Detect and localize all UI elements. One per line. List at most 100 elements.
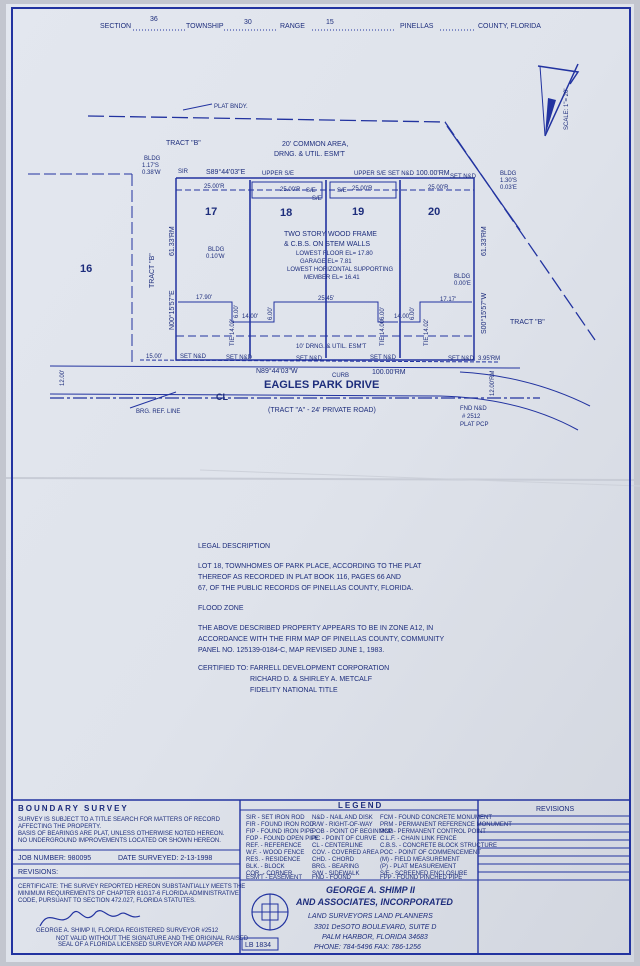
se-label-3: S/E — [312, 196, 322, 202]
note-2: AFFECTING THE PROPERTY. — [18, 824, 101, 830]
inner-dim-5: 14.00' — [394, 314, 410, 320]
legend-item: C.B.S. - CONCRETE BLOCK STRUCTURE — [380, 843, 497, 849]
legend-item: BLK. - BLOCK — [246, 864, 285, 870]
street: EAGLES PARK DRIVE CL (TRACT "A" - 24' PR… — [49, 370, 591, 431]
curb-label: CURB — [332, 373, 349, 379]
note-4: NO UNDERGROUND IMPROVEMENTS LOCATED OR S… — [18, 838, 221, 844]
company-name-2: AND ASSOCIATES, INCORPORATED — [295, 897, 453, 907]
legend-item: FND - FOUND — [312, 875, 352, 881]
surveyor-line: GEORGE A. SHIMP II, FLORIDA REGISTERED S… — [36, 928, 219, 934]
common-area-line1: 20' COMMON AREA, — [282, 141, 348, 148]
drainage-easement: 10' DRNG. & UTIL. ESM'T — [296, 344, 367, 350]
legend-col-3: FCM - FOUND CONCRETE MONUMENT PRM - PERM… — [380, 815, 512, 881]
legend-item: POB - POINT OF BEGINNING — [312, 829, 394, 835]
left-distance: 61.33'RM — [169, 226, 176, 256]
inner-dim-4: 14.00' — [242, 314, 258, 320]
header-line: SECTION 36 TOWNSHIP 30 RANGE 15 PINELLAS… — [100, 16, 541, 31]
bldg-lt-3: 0.38'W — [142, 170, 161, 176]
legend-item: REF. - REFERENCE — [246, 843, 301, 849]
bldg-desc-2: & C.B.S. ON STEM WALLS — [284, 241, 370, 248]
legal-line-1: LOT 18, TOWNHOMES OF PARK PLACE, ACCORDI… — [198, 563, 422, 570]
inner-dim-9: 6.00' — [410, 307, 416, 320]
brg-ref-line: BRG. REF. LINE — [136, 409, 180, 415]
lot-19: 19 — [352, 206, 364, 218]
lot-16: 16 — [80, 263, 92, 275]
legend-item: FPP - FOUND PINCHED PIPE — [380, 875, 462, 881]
company-name-1: GEORGE A. SHIMP II — [326, 885, 415, 895]
legend-item: PC - POINT OF CURVE — [312, 836, 376, 842]
upper-se-1: UPPER S/E — [262, 171, 294, 177]
surveyor-signature — [39, 910, 141, 927]
flood-line-2: ACCORDANCE WITH THE FIRM MAP OF PINELLAS… — [198, 636, 445, 643]
company-sub-3: PALM HARBOR, FLORIDA 34683 — [322, 934, 428, 941]
certified-3: FIDELITY NATIONAL TITLE — [250, 687, 338, 694]
se-label-1: S/E — [306, 188, 316, 194]
fnd-nd-1: FND N&D — [460, 406, 487, 412]
paper — [6, 4, 634, 962]
right-bearing: S00°15'57"W — [480, 292, 488, 334]
not-valid-1: NOT VALID WITHOUT THE SIGNATURE AND THE … — [56, 936, 249, 942]
right-distance: 61.33'RM — [481, 226, 488, 256]
inner-dim-1: 17.90' — [196, 295, 212, 301]
building-description: TWO STORY WOOD FRAME & C.B.S. ON STEM WA… — [284, 231, 393, 281]
not-valid-2: SEAL OF A FLORIDA LICENSED SURVEYOR AND … — [58, 942, 224, 948]
legend-item: S/E - SCREENED ENCLOSURE — [380, 871, 467, 877]
bldg-rt-1: BLDG — [500, 171, 517, 177]
set-nd-bottom-5: SET N&D — [448, 356, 475, 362]
dist-12-left: 12.00' — [60, 370, 66, 386]
inner-dim-7: 6.00' — [268, 307, 274, 320]
range-value: 15 — [326, 19, 334, 26]
bldg-note-right-top: BLDG 1.30'S 0.03'E — [500, 171, 517, 191]
flood-heading: FLOOD ZONE — [198, 605, 244, 612]
legend-item: (M) - FIELD MEASUREMENT — [380, 857, 460, 863]
legend-item: C.L.F. - CHAIN LINK FENCE — [380, 836, 457, 842]
inner-dim-6: 6.00' — [234, 305, 240, 318]
legend-item: FIR - FOUND IRON ROD — [246, 822, 315, 828]
dim-25-b: 25.00'R — [280, 187, 301, 193]
legend-item: ESM'T - EASEMENT — [246, 875, 302, 881]
date-surveyed: DATE SURVEYED: 2-13-1998 — [118, 855, 212, 862]
lb-number: LB 1834 — [245, 942, 271, 949]
bldg-lt-1: BLDG — [144, 156, 161, 162]
township-value: 30 — [244, 19, 252, 26]
legend-item: W.F. - WOOD FENCE — [246, 850, 304, 856]
bldg-desc-6: MEMBER EL= 16.41 — [304, 275, 360, 281]
legend-item: SIR - SET IRON ROD — [246, 815, 305, 821]
lot-16-area: 16 TRACT "B" — [28, 173, 156, 364]
bldg-desc-4: GARAGE EL= 7.81 — [300, 259, 352, 265]
bldg-rt-3: 0.03'E — [500, 185, 517, 191]
tract-b-left: TRACT "B" — [149, 253, 156, 288]
certificate-3: CODE, PURSUANT TO SECTION 472.027, FLORI… — [18, 898, 196, 904]
scale-label: SCALE: 1"= 20' — [564, 89, 570, 130]
boundary-survey-title: BOUNDARY SURVEY — [18, 804, 129, 813]
flood-line-1: THE ABOVE DESCRIBED PROPERTY APPEARS TO … — [198, 625, 433, 632]
lot-17: 17 — [205, 206, 217, 218]
legend-item: POC - POINT OF COMMENCEMENT — [380, 850, 481, 856]
bldg-left-mid-2: 0.10'W — [206, 254, 225, 260]
section-label: SECTION — [100, 23, 131, 30]
dist-top-right: 100.00'RM — [416, 170, 450, 177]
bldg-rt-2: 1.30'S — [500, 178, 517, 184]
legal-heading: LEGAL DESCRIPTION — [198, 543, 270, 550]
dim-25-c: 25.00'R — [352, 186, 373, 192]
legend-item: COR. - CORNER — [246, 871, 293, 877]
bldg-left-mid-1: BLDG — [208, 247, 225, 253]
legend-item: (P) - PLAT MEASUREMENT — [380, 864, 456, 870]
bldg-desc-1: TWO STORY WOOD FRAME — [284, 231, 377, 238]
title-block: BOUNDARY SURVEY SURVEY IS SUBJECT TO A T… — [12, 799, 630, 954]
dist-12-right: 12.00'RM — [490, 371, 496, 397]
certified-2: RICHARD D. & SHIRLEY A. METCALF — [250, 676, 372, 683]
bldg-note-left-top: BLDG 1.17'S 0.38'W — [142, 156, 161, 176]
bldg-lt-2: 1.17'S — [142, 163, 159, 169]
legal-description: LEGAL DESCRIPTION LOT 18, TOWNHOMES OF P… — [198, 543, 445, 694]
inner-dim-2: 17.17' — [440, 297, 456, 303]
dim-25-d: 25.00'R — [428, 185, 449, 191]
note-3: BASIS OF BEARINGS ARE PLAT, UNLESS OTHER… — [18, 831, 225, 837]
centerline-label: CL — [216, 392, 228, 402]
lot-frame — [49, 177, 521, 369]
section-value: 36 — [150, 16, 158, 23]
upper-se-2: UPPER S/E — [354, 171, 386, 177]
legend-item: PRM - PERMANENT REFERENCE MONUMENT — [380, 822, 512, 828]
lot-18: 18 — [280, 207, 292, 219]
